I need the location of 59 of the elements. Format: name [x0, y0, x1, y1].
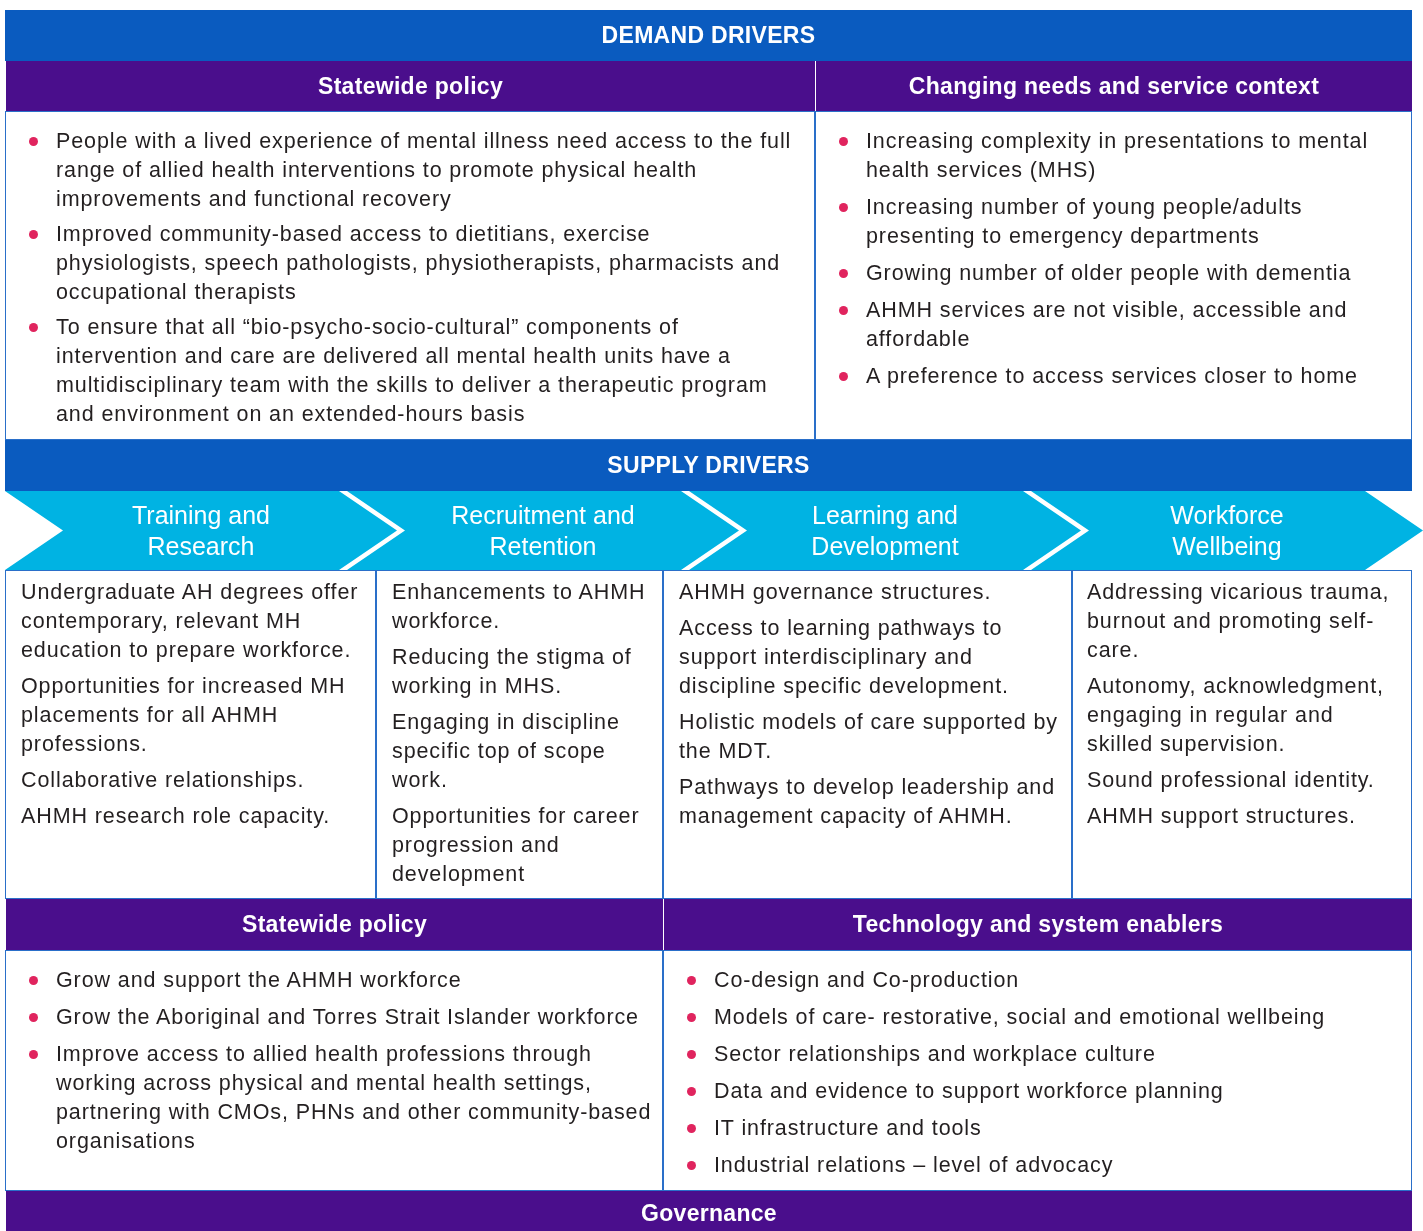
item-text: Enhancements to AHMH workforce.	[392, 579, 647, 635]
content-panel	[376, 570, 663, 899]
bullet-point: Co-design and Co-production	[669, 966, 1405, 995]
item-text: Reducing the stigma of working in MHS.	[392, 644, 633, 700]
header-title: Statewide policy	[242, 911, 427, 938]
item-text: Access to learning pathways to support interdisciplinary and discipline specific development.	[679, 615, 1010, 700]
header-bar	[5, 61, 815, 111]
header-title: Statewide policy	[318, 72, 503, 100]
item-text: Collaborative relationships.	[21, 767, 306, 794]
chevron-label: Recruitment and Retention	[450, 499, 636, 562]
header-bar	[5, 1191, 1412, 1231]
content-panel	[5, 111, 815, 440]
bullet-point: Data and evidence to support workforce planning	[669, 1077, 1405, 1106]
bullet-point: AHMH services are not visible, accessible and affordable	[821, 296, 1403, 354]
header-title: Changing needs and service context	[908, 72, 1320, 100]
bullet-point: A preference to access services closer to home	[821, 362, 1403, 391]
bullet-point: Increasing complexity in presentations to mental health services (MHS)	[821, 127, 1403, 185]
banner-title: SUPPLY DRIVERS	[607, 452, 810, 479]
item-text: AHMH research role capacity.	[21, 803, 332, 830]
item-text: Undergraduate AH degrees offer contemporary, relevant MH education to prepare workforce.	[21, 579, 360, 664]
item-text: Pathways to develop leadership and management capacity of AHMH.	[679, 774, 1057, 830]
bullet-point: IT infrastructure and tools	[669, 1114, 1405, 1143]
bullet-point: Grow and support the AHMH workforce	[11, 966, 656, 995]
header-title: Governance	[641, 1200, 777, 1227]
item-text: Addressing vicarious trauma, burnout and promoting self- care.	[1087, 579, 1391, 664]
header-bar	[663, 899, 1412, 950]
content-panel	[663, 570, 1072, 899]
bullet-point: Growing number of older people with dementia	[821, 259, 1403, 288]
bullet-point: Improved community-based access to dietitians, exercise physiologists, speech pathologists, physiotherapists, pharmacists and occupational therapists	[11, 220, 794, 307]
bullet-point: Industrial relations – level of advocacy	[669, 1151, 1405, 1180]
item-text: Sound professional identity.	[1087, 767, 1376, 794]
chevron-label: Learning and Development	[810, 499, 960, 562]
header-title: Technology and system enablers	[852, 911, 1224, 938]
section-banner	[5, 10, 1412, 61]
content-panel	[1072, 570, 1412, 899]
item-text: Engaging in discipline specific top of scope work.	[392, 709, 621, 794]
item-text: Opportunities for increased MH placements for all AHMH professions.	[21, 673, 347, 758]
banner-title: DEMAND DRIVERS	[601, 22, 816, 49]
bullet-point: Grow the Aboriginal and Torres Strait Islander workforce	[11, 1003, 656, 1032]
bullet-point: Models of care- restorative, social and emotional wellbeing	[669, 1003, 1405, 1032]
content-panel	[5, 950, 663, 1191]
bullet-point: People with a lived experience of mental illness need access to the full range of allied health interventions to promote physical health improvements and functional recovery	[11, 127, 794, 214]
content-panel	[663, 950, 1412, 1191]
item-text: Opportunities for career progression and development	[392, 803, 641, 888]
bullet-point: Improve access to allied health professions through working across physical and mental health settings, partnering with CMOs, PHNs and other community-based organisations	[11, 1040, 656, 1156]
item-text: Autonomy, acknowledgment, engaging in regular and skilled supervision.	[1087, 673, 1385, 758]
chevron-label: Training and Research	[130, 499, 272, 562]
chevron-label: Workforce Wellbeing	[1169, 499, 1285, 562]
header-bar	[815, 61, 1412, 111]
header-bar	[5, 899, 663, 950]
item-text: AHMH support structures.	[1087, 803, 1357, 830]
bullet-point: Increasing number of young people/adults presenting to emergency departments	[821, 193, 1403, 251]
section-banner	[5, 440, 1412, 491]
bullet-point: Sector relationships and workplace culture	[669, 1040, 1405, 1069]
bullet-point: To ensure that all “bio-psycho-socio-cultural” components of intervention and care are delivered all mental health units have a multidisciplinary team with the skills to deliver a therapeutic program and environment on an extended-hours basis	[11, 313, 794, 429]
content-panel	[5, 570, 376, 899]
item-text: AHMH governance structures.	[679, 579, 993, 606]
content-panel	[815, 111, 1412, 440]
item-text: Holistic models of care supported by the MDT.	[679, 709, 1059, 765]
